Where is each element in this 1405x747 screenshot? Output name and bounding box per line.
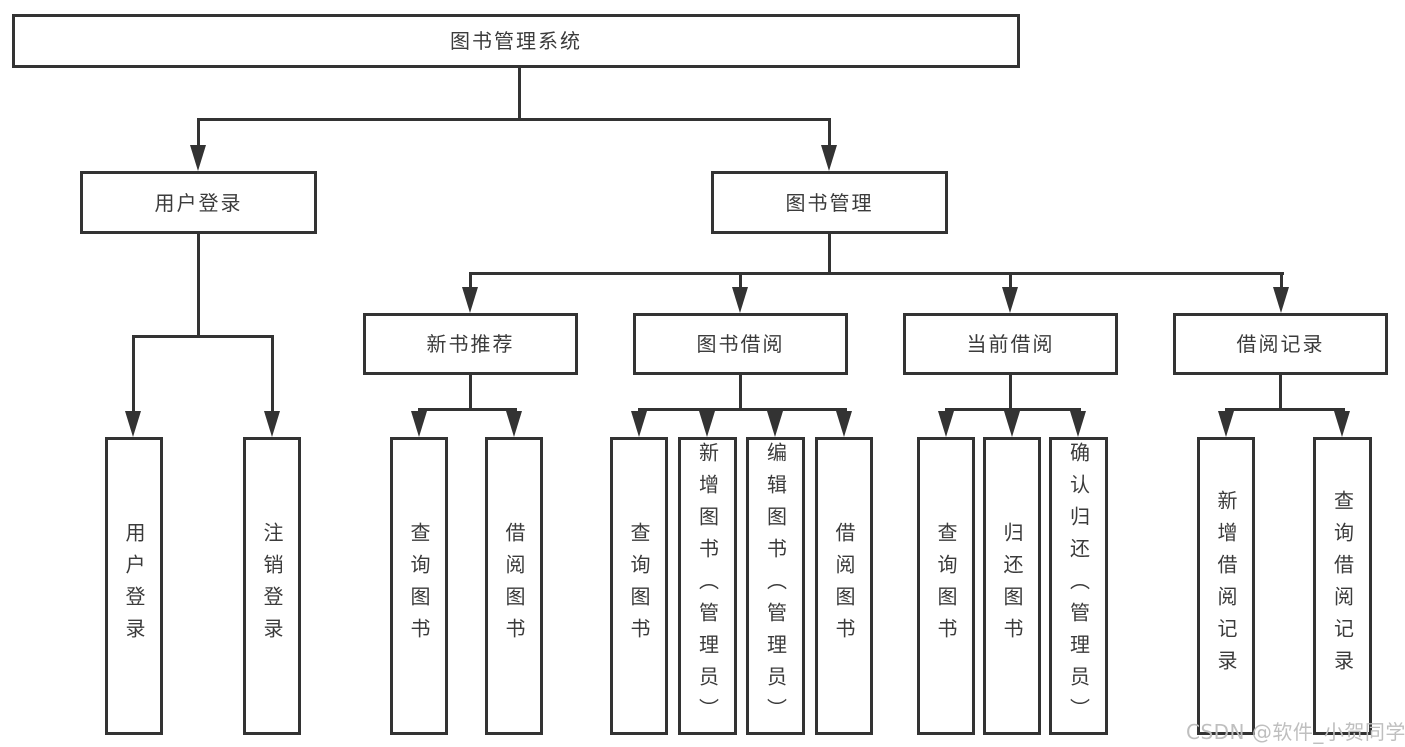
arrow-down-icon <box>1070 411 1086 437</box>
node-book-borrow: 图书借阅 <box>633 313 848 375</box>
connector-cat2-vline <box>739 375 742 411</box>
connector-root-right-shaft <box>828 118 831 148</box>
arrow-down-icon <box>462 287 478 313</box>
connector-root-hline <box>197 118 831 121</box>
connector-login-right-shaft <box>271 335 274 413</box>
connector-cat1-vline <box>469 375 472 411</box>
node-query-borrow-record-label: 查询借阅记录 <box>1330 490 1355 682</box>
arrow-down-icon <box>1218 411 1234 437</box>
arrow-down-icon <box>699 411 715 437</box>
node-current-borrow: 当前借阅 <box>903 313 1118 375</box>
connector-cat4-hline <box>1225 408 1345 411</box>
node-book-management-label: 图书管理 <box>785 190 874 215</box>
arrow-down-icon <box>631 411 647 437</box>
node-query-borrow-record: 查询借阅记录 <box>1313 437 1372 735</box>
connector-login-vline <box>197 234 200 335</box>
connector-mgmt-shaft-4 <box>1280 272 1283 292</box>
arrow-down-icon <box>1273 287 1289 313</box>
node-new-book-recommend: 新书推荐 <box>363 313 578 375</box>
node-book-borrow-label: 图书借阅 <box>696 332 785 356</box>
arrow-down-icon <box>1334 411 1350 437</box>
node-user-login-leaf-label: 用户登录 <box>122 522 146 650</box>
node-edit-book-admin: 编辑图书（管理员） <box>746 437 805 735</box>
arrow-down-icon <box>732 287 748 313</box>
arrow-down-icon <box>1004 411 1020 437</box>
connector-cat2-hline <box>638 408 847 411</box>
node-query-books-recommend-label: 查询图书 <box>407 522 431 650</box>
node-query-books-current: 查询图书 <box>917 437 975 735</box>
connector-mgmt-hline <box>469 272 1284 275</box>
arrow-down-icon <box>767 411 783 437</box>
connector-login-left-shaft <box>132 335 135 413</box>
connector-mgmt-shaft-2 <box>739 272 742 292</box>
arrow-down-icon <box>411 411 427 437</box>
node-add-borrow-record: 新增借阅记录 <box>1197 437 1255 735</box>
node-logout-leaf: 注销登录 <box>243 437 301 735</box>
node-user-login-label: 用户登录 <box>154 190 243 215</box>
arrow-down-icon <box>190 145 206 171</box>
arrow-down-icon <box>1002 287 1018 313</box>
arrow-down-icon <box>821 145 837 171</box>
node-return-book-label: 归还图书 <box>1000 522 1024 650</box>
node-add-borrow-record-label: 新增借阅记录 <box>1214 490 1238 682</box>
node-new-book-recommend-label: 新书推荐 <box>426 332 515 356</box>
node-borrow-books-recommend-label: 借阅图书 <box>502 522 526 650</box>
csdn-watermark: CSDN @软件_小贺同学 <box>1186 720 1405 744</box>
node-return-book: 归还图书 <box>983 437 1041 735</box>
node-confirm-return-admin-label: 确认归还（管理员） <box>1066 442 1091 730</box>
connector-root-vline <box>518 68 521 118</box>
node-borrow-records-label: 借阅记录 <box>1236 332 1325 356</box>
node-query-books-recommend: 查询图书 <box>390 437 448 735</box>
node-confirm-return-admin: 确认归还（管理员） <box>1049 437 1108 735</box>
arrow-down-icon <box>938 411 954 437</box>
node-add-book-admin: 新增图书（管理员） <box>678 437 737 735</box>
node-borrow-records: 借阅记录 <box>1173 313 1388 375</box>
connector-mgmt-shaft-1 <box>469 272 472 292</box>
node-borrow-books-leaf: 借阅图书 <box>815 437 873 735</box>
node-borrow-books-leaf-label: 借阅图书 <box>832 522 856 650</box>
node-query-books-current-label: 查询图书 <box>934 522 958 650</box>
node-query-books-borrow-label: 查询图书 <box>627 522 651 650</box>
node-edit-book-admin-label: 编辑图书（管理员） <box>763 442 788 730</box>
node-current-borrow-label: 当前借阅 <box>966 332 1055 356</box>
node-library-system: 图书管理系统 <box>12 14 1020 68</box>
arrow-down-icon <box>264 411 280 437</box>
node-library-system-label: 图书管理系统 <box>450 29 582 53</box>
arrow-down-icon <box>836 411 852 437</box>
node-user-login-leaf: 用户登录 <box>105 437 163 735</box>
connector-cat3-hline <box>945 408 1081 411</box>
connector-login-hline <box>132 335 274 338</box>
connector-root-left-shaft <box>197 118 200 148</box>
connector-mgmt-shaft-3 <box>1009 272 1012 292</box>
arrow-down-icon <box>125 411 141 437</box>
node-logout-leaf-label: 注销登录 <box>260 522 284 650</box>
node-query-books-borrow: 查询图书 <box>610 437 668 735</box>
node-borrow-books-recommend: 借阅图书 <box>485 437 543 735</box>
arrow-down-icon <box>506 411 522 437</box>
node-user-login: 用户登录 <box>80 171 317 234</box>
connector-cat3-vline <box>1009 375 1012 411</box>
node-add-book-admin-label: 新增图书（管理员） <box>695 442 720 730</box>
connector-mgmt-vline <box>828 234 831 275</box>
connector-cat4-vline <box>1279 375 1282 411</box>
connector-cat1-hline <box>418 408 517 411</box>
node-book-management: 图书管理 <box>711 171 948 234</box>
